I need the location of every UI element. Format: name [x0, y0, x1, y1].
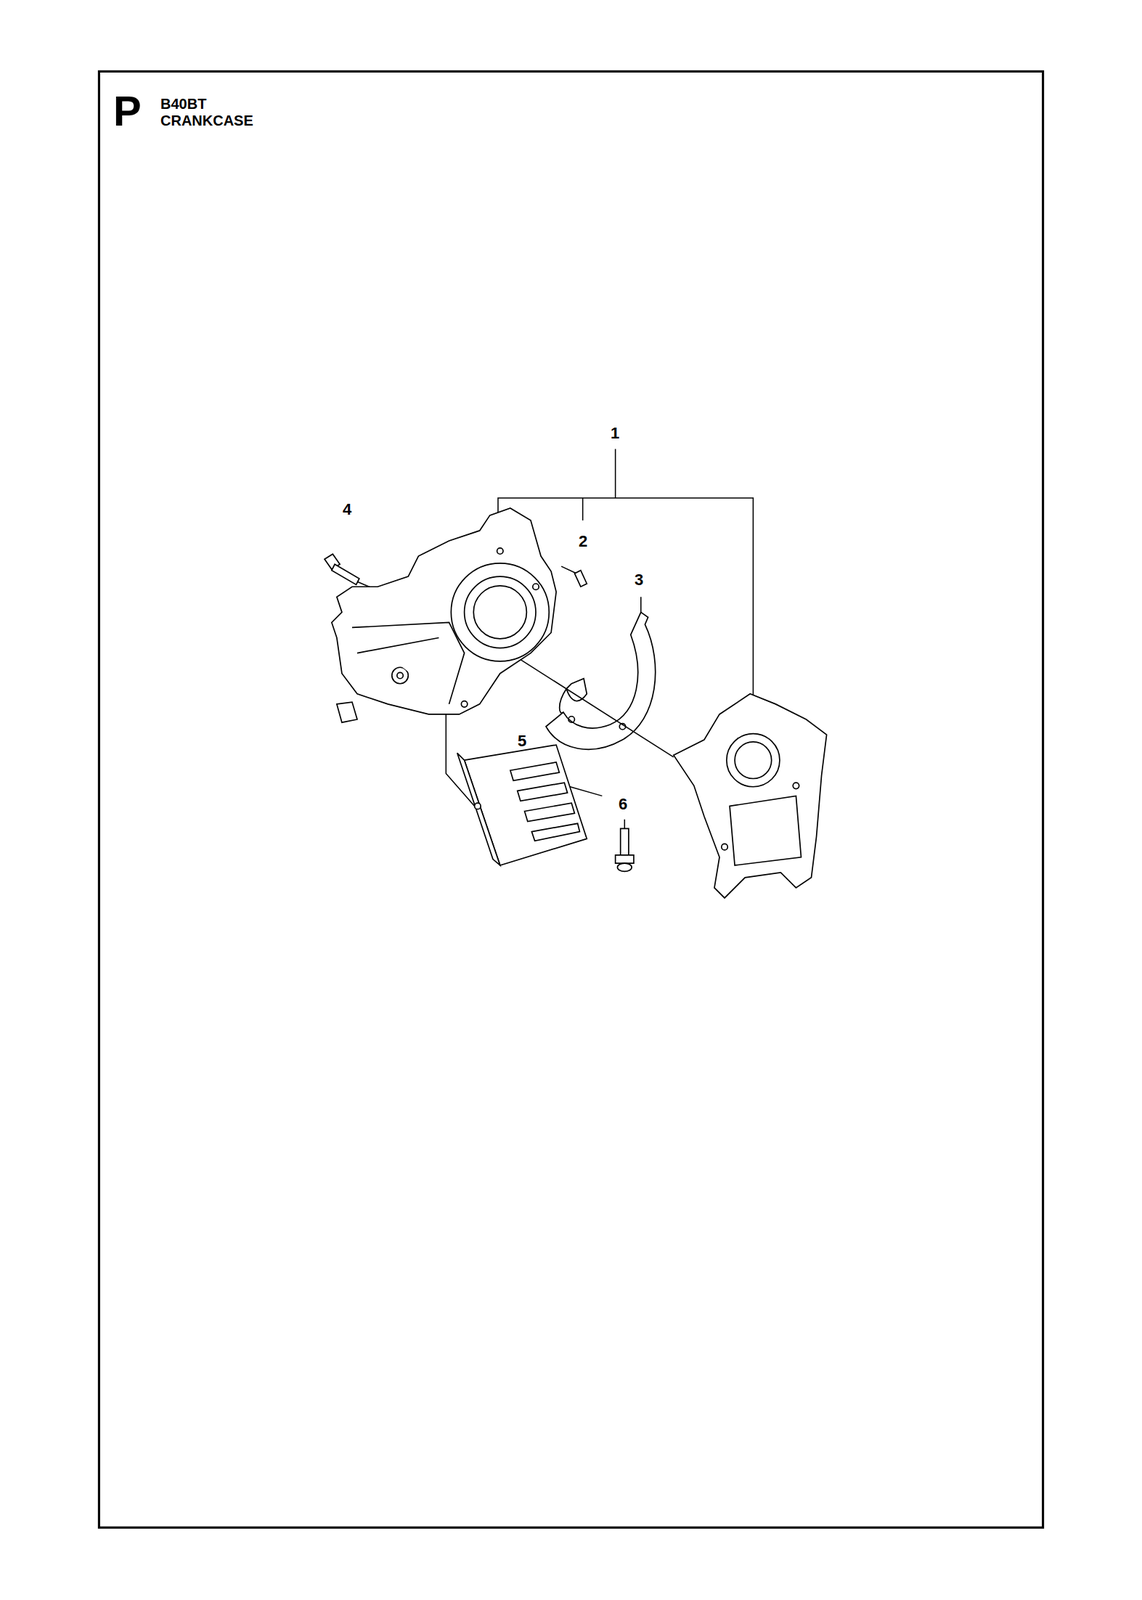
page-frame [98, 71, 1043, 1528]
page-title: B40BT CRANKCASE [160, 95, 270, 130]
right-crankcase [673, 694, 827, 899]
left-crankcase [331, 508, 557, 723]
callout-number: 1 [610, 424, 620, 443]
screws [324, 553, 634, 872]
callout-number: 5 [517, 732, 527, 750]
callout-number: 6 [618, 795, 628, 814]
gasket [545, 612, 656, 750]
deflector-plate [457, 744, 588, 866]
callout-number: 4 [342, 500, 352, 519]
section-letter: P [113, 90, 142, 133]
callout-number: 2 [578, 532, 588, 551]
callout-number: 3 [634, 571, 644, 589]
